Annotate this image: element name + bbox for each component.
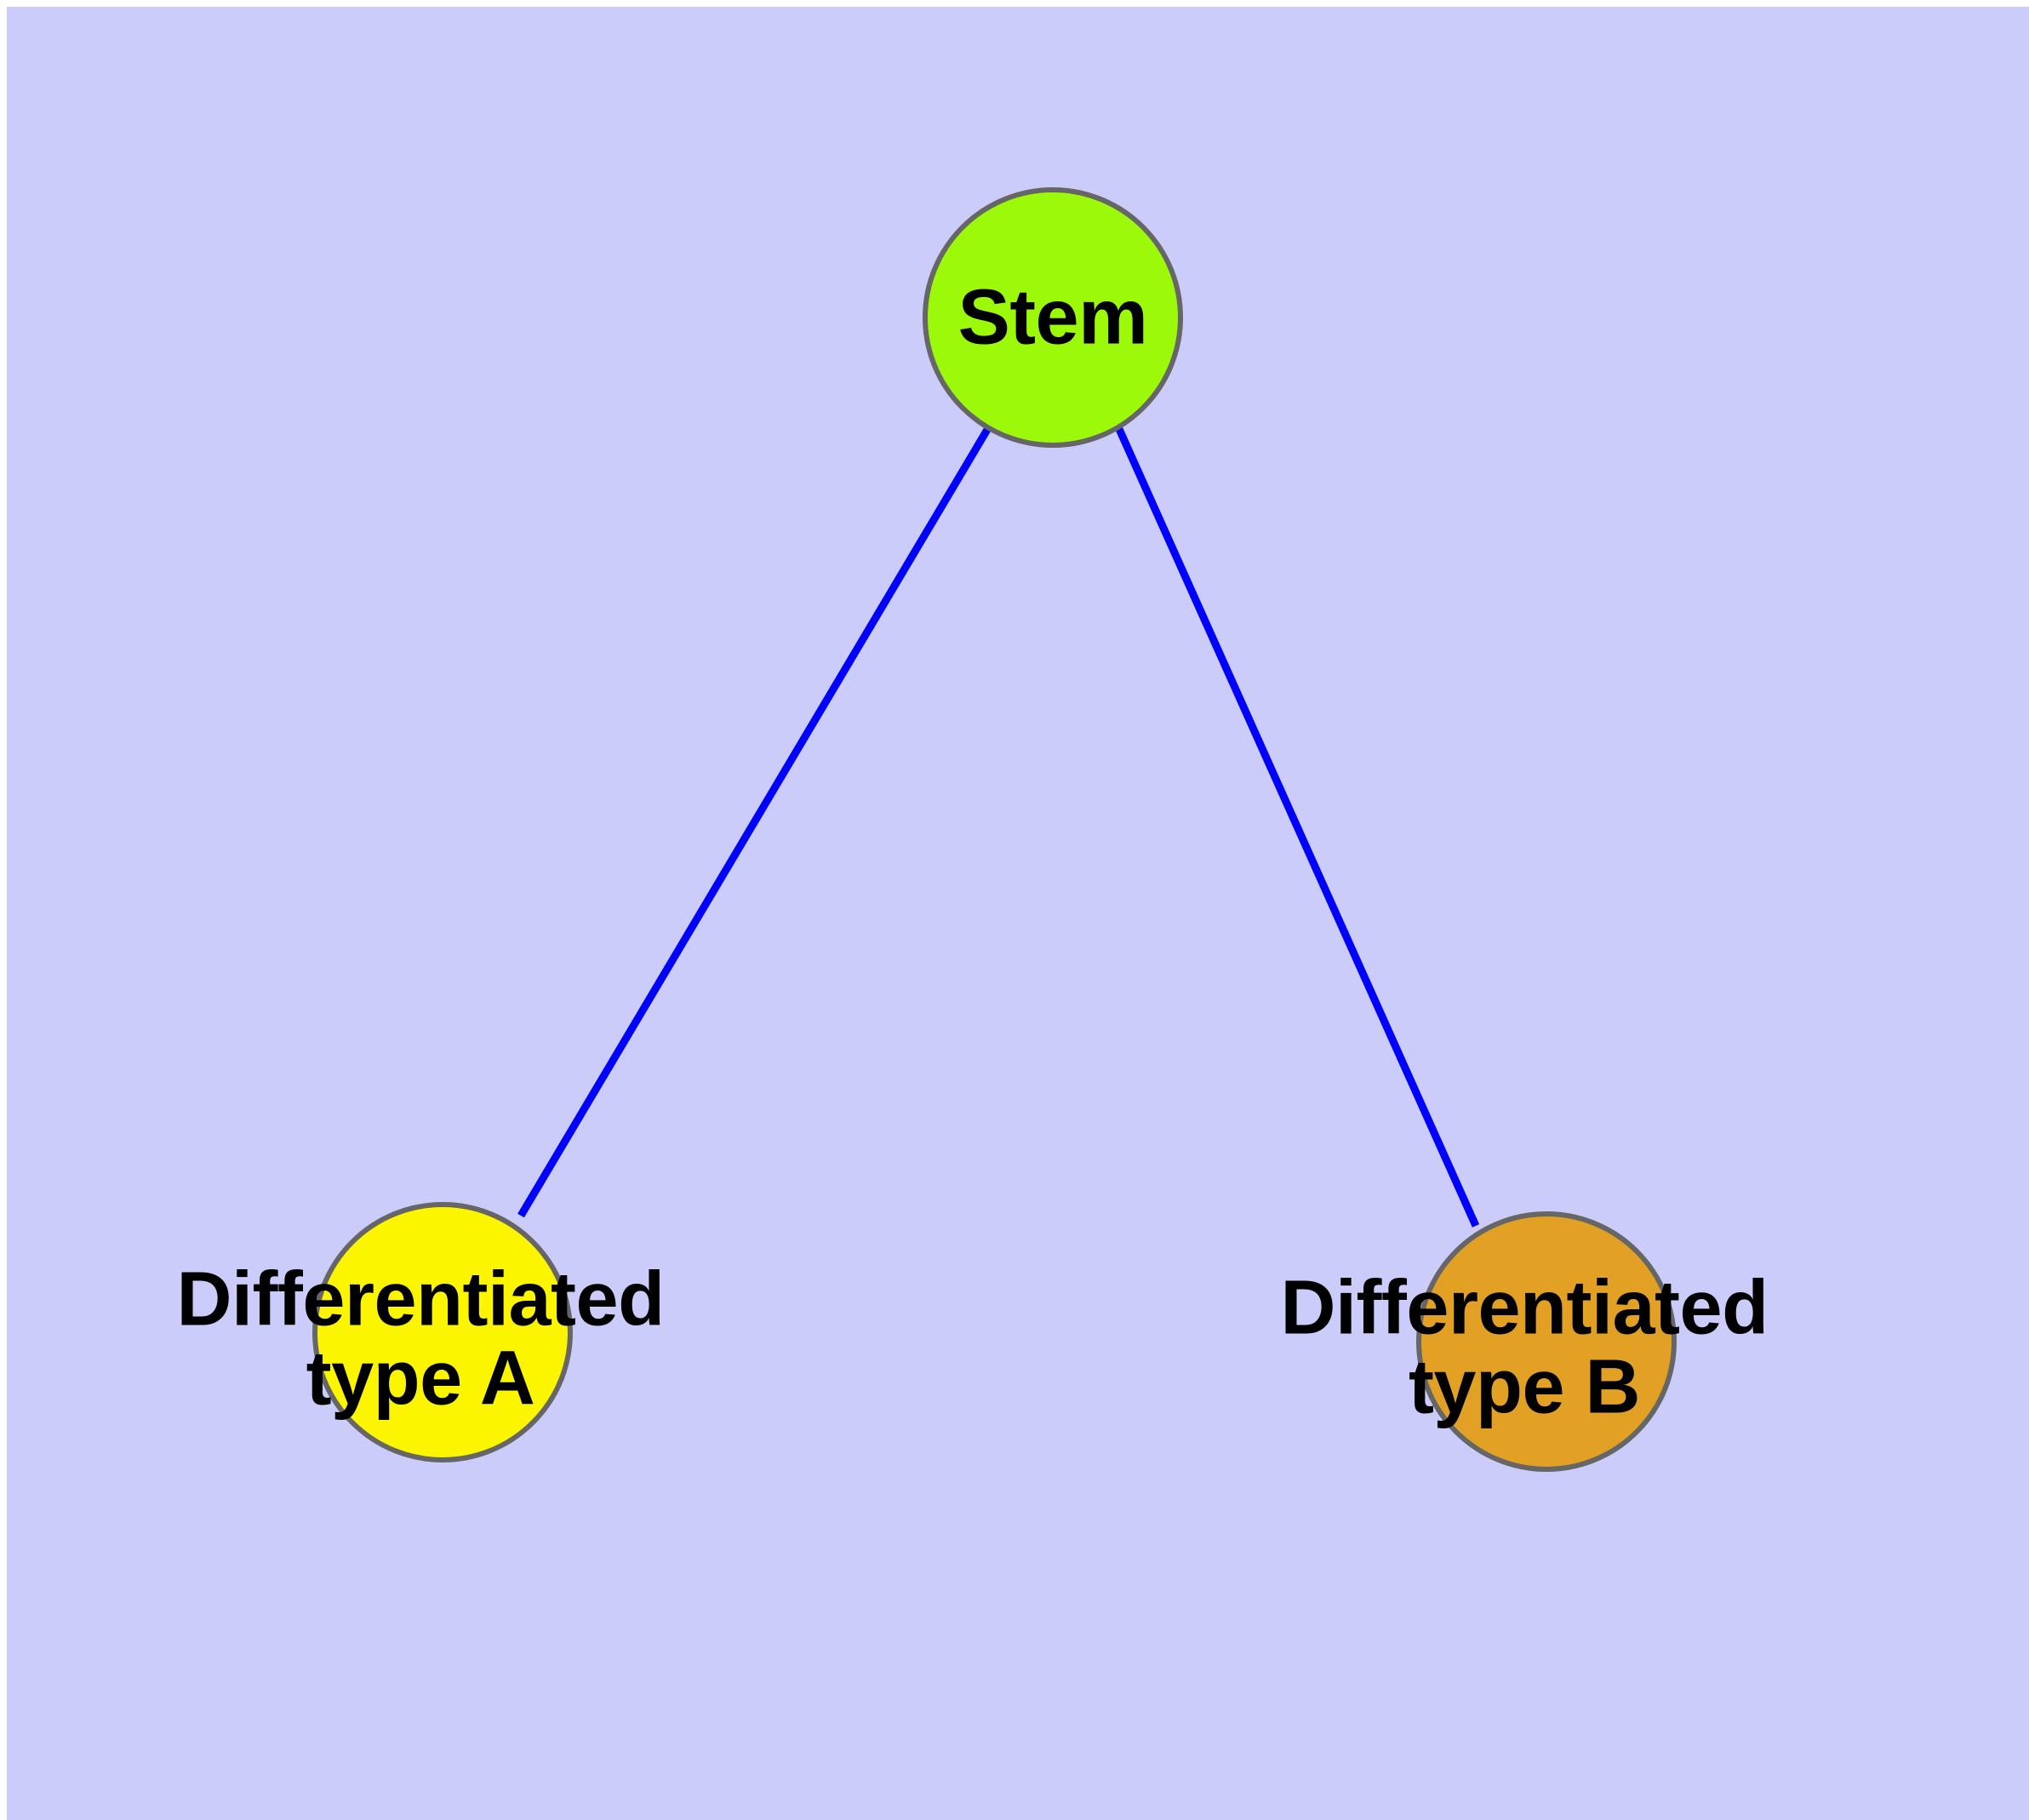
graph-node-stem[interactable] (923, 187, 1183, 448)
graph-edge-stem-diff_b[interactable] (1115, 427, 1480, 1228)
nodes-group (312, 187, 1677, 1472)
graph-node-diff_a[interactable] (312, 1202, 573, 1462)
graph-edge-stem-diff_a[interactable] (517, 426, 992, 1218)
graph-node-diff_b[interactable] (1416, 1211, 1677, 1472)
edges-group (517, 426, 1480, 1228)
